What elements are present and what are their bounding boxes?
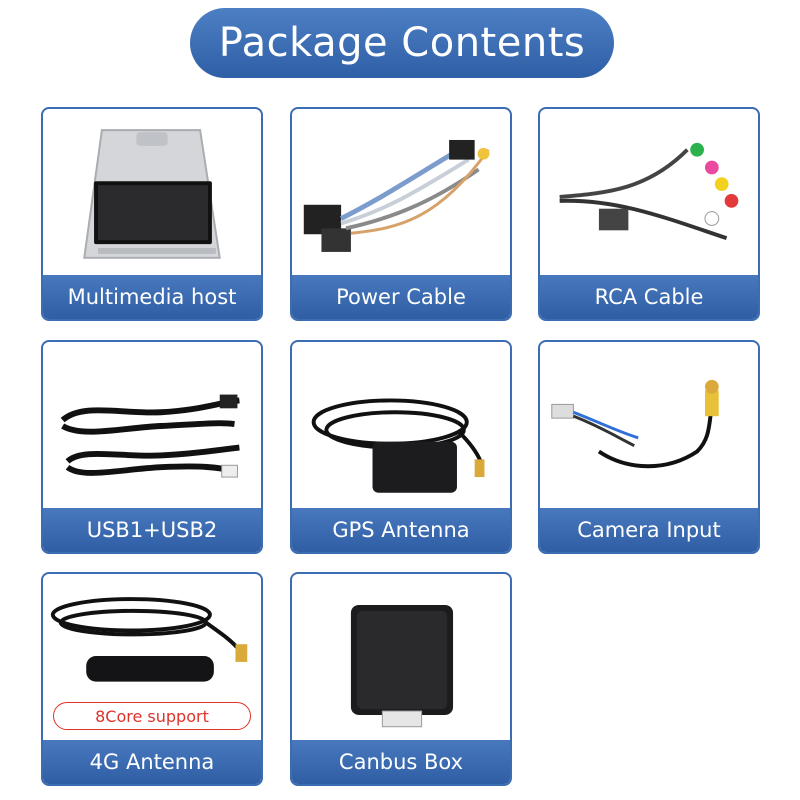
4g-antenna-image — [43, 574, 261, 742]
multimedia-host-image — [43, 109, 261, 277]
item-card-camera-input: Camera Input — [538, 340, 760, 554]
item-label: Camera Input — [540, 508, 758, 552]
item-card-multimedia-host: Multimedia host — [41, 107, 263, 321]
rca-cable-image — [540, 109, 758, 277]
camera-input-image — [540, 342, 758, 510]
item-label: Multimedia host — [43, 275, 261, 319]
page-title: Package Contents — [218, 20, 586, 66]
page-title-banner: Package Contents — [190, 8, 614, 78]
canbus-box-image — [292, 574, 510, 742]
item-label: 4G Antenna — [43, 740, 261, 784]
item-label: RCA Cable — [540, 275, 758, 319]
item-card-rca-cable: RCA Cable — [538, 107, 760, 321]
core-support-badge: 8Core support — [53, 702, 251, 730]
item-card-usb: USB1+USB2 — [41, 340, 263, 554]
item-label: Canbus Box — [292, 740, 510, 784]
item-label: Power Cable — [292, 275, 510, 319]
usb-cable-image — [43, 342, 261, 510]
item-card-canbus-box: Canbus Box — [290, 572, 512, 786]
item-label: USB1+USB2 — [43, 508, 261, 552]
item-label: GPS Antenna — [292, 508, 510, 552]
item-card-gps-antenna: GPS Antenna — [290, 340, 512, 554]
item-card-4g-antenna: 8Core support 4G Antenna — [41, 572, 263, 786]
item-card-power-cable: Power Cable — [290, 107, 512, 321]
power-cable-image — [292, 109, 510, 277]
gps-antenna-image — [292, 342, 510, 510]
